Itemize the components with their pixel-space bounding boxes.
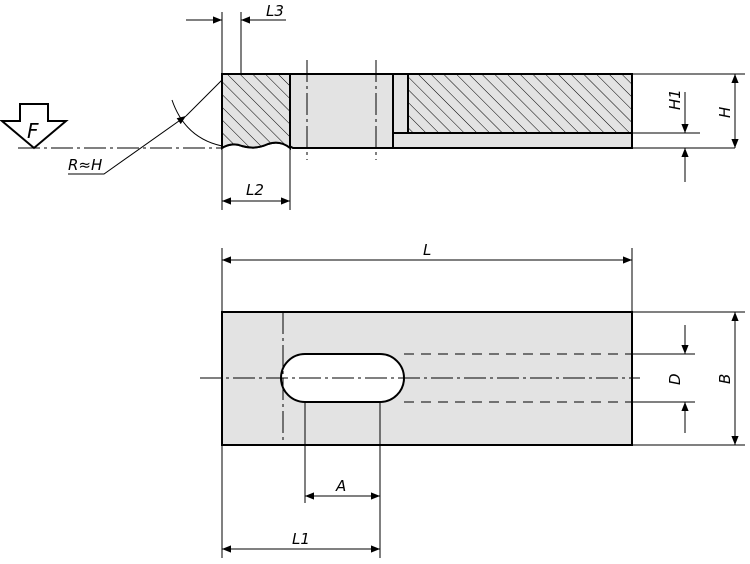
force-arrow bbox=[0, 103, 69, 150]
radius-leader bbox=[68, 115, 187, 175]
h1-label: H1 bbox=[666, 89, 684, 110]
b-label: B bbox=[716, 374, 734, 384]
side-view: L3 L2 R≈H F H1 H bbox=[0, 2, 745, 210]
radius-arc bbox=[171, 99, 223, 147]
l3-label: L3 bbox=[266, 2, 284, 20]
right-section-hatch bbox=[407, 73, 633, 134]
a-label: A bbox=[335, 477, 346, 495]
l-label: L bbox=[423, 241, 431, 259]
top-view: L D B A L1 bbox=[200, 241, 745, 558]
d-label: D bbox=[666, 373, 684, 385]
left-section-hatch bbox=[221, 73, 291, 151]
radius-label: R≈H bbox=[68, 156, 102, 174]
l2-label: L2 bbox=[246, 181, 264, 199]
l1-label: L1 bbox=[292, 530, 310, 548]
h-label: H bbox=[716, 107, 734, 118]
force-label: F bbox=[27, 119, 39, 143]
radius-leader-ext bbox=[185, 79, 223, 117]
